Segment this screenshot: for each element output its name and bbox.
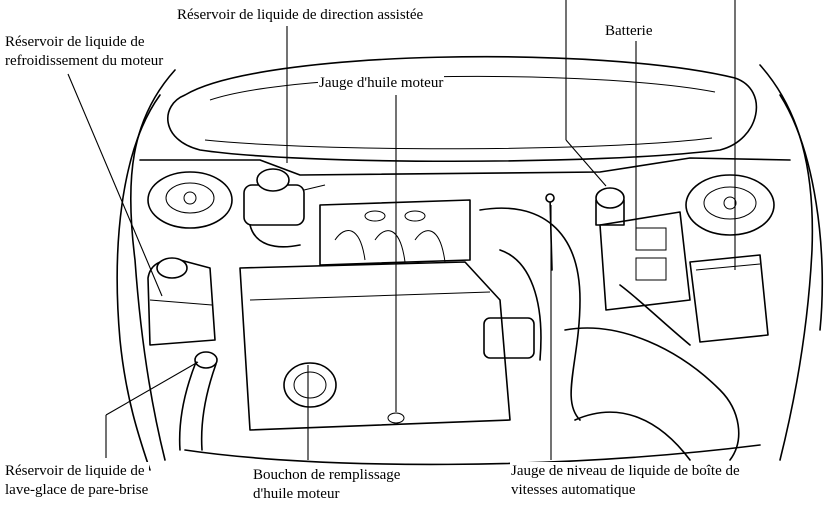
- battery: [599, 211, 691, 346]
- washer-reservoir: [178, 351, 218, 451]
- label-power-steering-reservoir: Réservoir de liquide de direction assist…: [176, 6, 425, 25]
- coolant-label-line2: refroidissement du moteur: [5, 53, 164, 69]
- label-engine-oil-dipstick: Jauge d'huile moteur: [318, 74, 445, 93]
- power-steering-label-text: Réservoir de liquide de direction assist…: [177, 7, 424, 23]
- oil-filler-label-line2: d'huile moteur: [253, 486, 340, 502]
- washer-label-line2: lave-glace de pare-brise: [5, 482, 149, 498]
- label-coolant-reservoir: Réservoir de liquide de refroidissement …: [4, 33, 165, 71]
- label-washer-reservoir: Réservoir de liquide de lave-glace de pa…: [4, 462, 150, 500]
- atf-label-line1: Jauge de niveau de liquide de boîte de: [511, 463, 740, 479]
- intake-manifold: [319, 199, 471, 266]
- battery-label-text: Batterie: [605, 23, 653, 39]
- coolant-label-line1: Réservoir de liquide de: [5, 34, 145, 50]
- brake-reservoir: [595, 187, 625, 226]
- oil-filler-label-line1: Bouchon de remplissage: [253, 467, 401, 483]
- fuse-box: [689, 254, 769, 343]
- coolant-reservoir: [147, 257, 216, 346]
- label-battery: Batterie: [604, 22, 654, 41]
- label-atf-dipstick: Jauge de niveau de liquide de boîte de v…: [510, 462, 741, 500]
- dipstick-label-text: Jauge d'huile moteur: [319, 75, 444, 91]
- leader-lines: [67, 0, 736, 460]
- hood: [167, 55, 758, 163]
- engine-cover: [239, 261, 511, 431]
- left-strut-tower: [147, 171, 233, 229]
- body-sides: [116, 64, 824, 471]
- label-oil-filler-cap: Bouchon de remplissage d'huile moteur: [252, 466, 402, 504]
- right-strut-tower: [685, 174, 775, 236]
- atf-label-line2: vitesses automatique: [511, 482, 636, 498]
- power-steering-reservoir: [243, 168, 326, 248]
- atf-dipstick: [545, 193, 555, 271]
- washer-label-line1: Réservoir de liquide de: [5, 463, 145, 479]
- air-intake-duct: [479, 207, 740, 461]
